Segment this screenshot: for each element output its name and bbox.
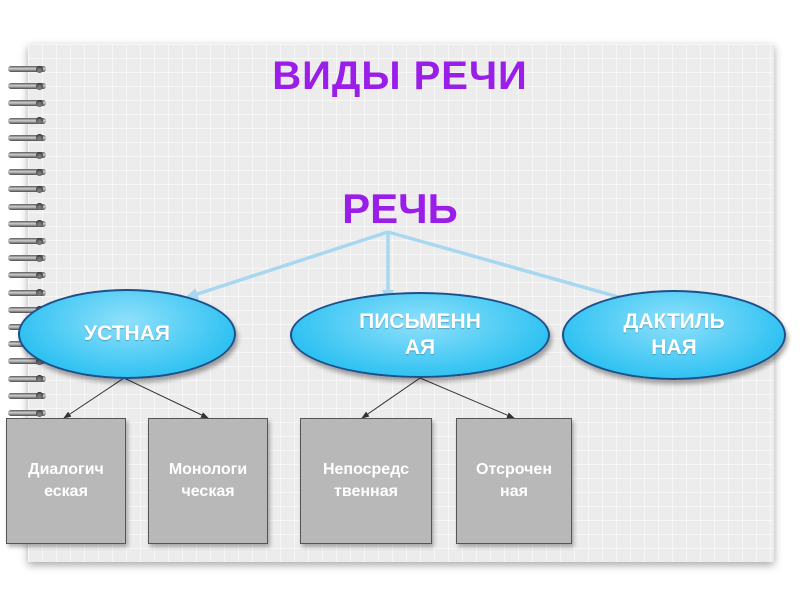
spiral-hole bbox=[36, 82, 43, 90]
spiral-ring bbox=[8, 117, 46, 124]
spiral-hole bbox=[36, 375, 43, 383]
spiral-hole bbox=[36, 168, 43, 176]
category-ustnaya: УСТНАЯ bbox=[18, 289, 236, 379]
spiral-ring bbox=[8, 306, 46, 313]
spiral-hole bbox=[36, 185, 43, 193]
arrow-to-ustnaya bbox=[184, 230, 389, 300]
page-title: ВИДЫ РЕЧИ bbox=[272, 54, 528, 98]
spiral-ring bbox=[8, 83, 46, 90]
spiral-hole bbox=[36, 203, 43, 211]
spiral-hole bbox=[36, 220, 43, 228]
spiral-ring bbox=[8, 186, 46, 193]
spiral-binding bbox=[8, 65, 48, 426]
spiral-hole bbox=[36, 409, 43, 417]
spiral-hole bbox=[36, 134, 43, 142]
spiral-ring bbox=[8, 152, 46, 158]
spiral-ring bbox=[8, 289, 46, 296]
spiral-hole bbox=[36, 357, 43, 365]
spiral-hole bbox=[36, 117, 43, 125]
spiral-hole bbox=[36, 392, 43, 400]
spiral-ring bbox=[8, 358, 46, 365]
spiral-hole bbox=[36, 271, 43, 279]
spiral-ring bbox=[8, 100, 46, 107]
subtype-monologicheskaya: Монологи ческая bbox=[148, 418, 268, 544]
arrow-to-neposredstvennaya bbox=[361, 377, 421, 419]
arrow-to-otsrochennaya bbox=[419, 377, 515, 419]
category-pismennaya: ПИСЬМЕНН АЯ bbox=[290, 292, 550, 378]
arrow-to-daktilnaya bbox=[387, 230, 640, 306]
root-node-label: РЕЧЬ bbox=[342, 185, 458, 232]
spiral-ring bbox=[8, 392, 46, 399]
subtype-otsrochennaya: Отсрочен ная bbox=[456, 418, 572, 544]
arrow-to-monologicheskaya bbox=[123, 377, 209, 419]
subtype-dialogicheskaya: Диалогич еская bbox=[6, 418, 126, 544]
spiral-hole bbox=[36, 151, 43, 159]
spiral-ring bbox=[8, 169, 46, 176]
subtype-neposredstvennaya: Непосредс твенная bbox=[300, 418, 432, 544]
spiral-ring bbox=[8, 272, 46, 279]
spiral-ring bbox=[8, 375, 46, 382]
spiral-ring bbox=[8, 255, 46, 262]
spiral-ring bbox=[8, 238, 46, 244]
spiral-hole bbox=[36, 237, 43, 245]
category-daktilnaya: ДАКТИЛЬ НАЯ bbox=[562, 290, 786, 380]
spiral-ring bbox=[8, 410, 46, 416]
spiral-ring bbox=[8, 134, 46, 141]
spiral-hole bbox=[36, 65, 43, 73]
spiral-hole bbox=[36, 289, 43, 297]
spiral-hole bbox=[36, 254, 43, 262]
arrow-to-dialogicheskaya bbox=[63, 377, 125, 419]
spiral-ring bbox=[8, 66, 46, 72]
spiral-ring bbox=[8, 220, 46, 227]
spiral-hole bbox=[36, 99, 43, 107]
spiral-ring bbox=[8, 203, 46, 210]
